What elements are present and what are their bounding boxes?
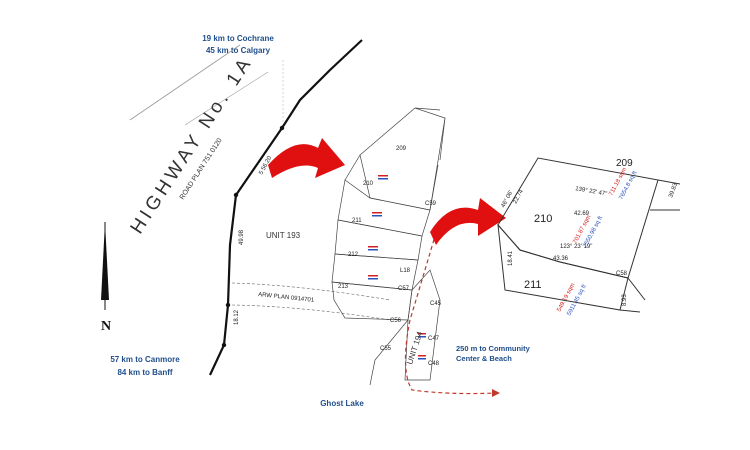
top-note-line1: 19 km to Cochrane [202, 34, 274, 43]
dim-43-36: 43.36 [553, 256, 569, 262]
detail-lot-210: 210 [534, 213, 552, 225]
bottom-note-line2: 84 km to Banff [117, 368, 172, 377]
lake-label: Ghost Lake [320, 399, 364, 408]
svg-text:18.12: 18.12 [234, 309, 240, 325]
parcel-c56: C56 [390, 318, 402, 324]
unit-193-label: UNIT 193 [266, 231, 301, 240]
parcel-c57: C57 [398, 286, 410, 292]
north-arrow-icon [101, 222, 109, 310]
lot-plan-detail [497, 157, 681, 313]
parcel-c55: C55 [380, 346, 392, 352]
dim-42-69: 42.69 [574, 211, 590, 217]
parcel-c45: C45 [430, 301, 442, 307]
community-note-distance: 250 m [456, 344, 478, 353]
community-note-line1: to Community [477, 344, 530, 353]
path-to-community [404, 225, 497, 395]
parcel-c59: C59 [425, 201, 437, 207]
parcel-l18: L18 [400, 268, 411, 274]
dim-8-93: 8.93 [622, 294, 628, 306]
lot-210: 210 [363, 181, 374, 187]
lot-213: 213 [338, 284, 349, 290]
lot-plan-small [331, 107, 446, 386]
lot-211: 211 [352, 218, 362, 224]
arw-plan-label: ARW PLAN 0914701 [258, 292, 315, 304]
community-note: 250 m to Community [456, 344, 531, 353]
parcel-c47: C47 [428, 336, 440, 342]
lot-209: 209 [396, 146, 407, 152]
dim-46-06: 46° 06' [500, 190, 514, 209]
dim-123-23: 123° 23' 19" [560, 244, 592, 250]
lot-212: 212 [348, 252, 359, 258]
small-area-marks [368, 175, 426, 360]
north-label: N [101, 319, 111, 334]
detail-lot-209: 209 [616, 158, 633, 169]
parcel-c48: C48 [428, 361, 440, 367]
top-note-line2: 45 km to Calgary [206, 46, 271, 55]
community-note-line2: Center & Beach [456, 354, 512, 363]
svg-text:49.98: 49.98 [239, 229, 245, 245]
curved-arrow-icon [430, 198, 506, 245]
dim-39-83: 39.83 [668, 182, 679, 199]
curved-arrow-icon [268, 138, 345, 178]
detail-lot-211: 211 [524, 279, 542, 291]
dim-139-22: 139° 22' 47" [575, 186, 608, 198]
unit-194-label: UNIT 194 [405, 330, 424, 366]
bottom-note-line1: 57 km to Canmore [110, 355, 180, 364]
highway-name: HIGHWAY No. 1A [127, 52, 258, 238]
dim-c58: C58 [616, 271, 628, 277]
dim-18-41: 18.41 [508, 250, 514, 266]
dim-22-74: 22.74 [512, 188, 525, 205]
